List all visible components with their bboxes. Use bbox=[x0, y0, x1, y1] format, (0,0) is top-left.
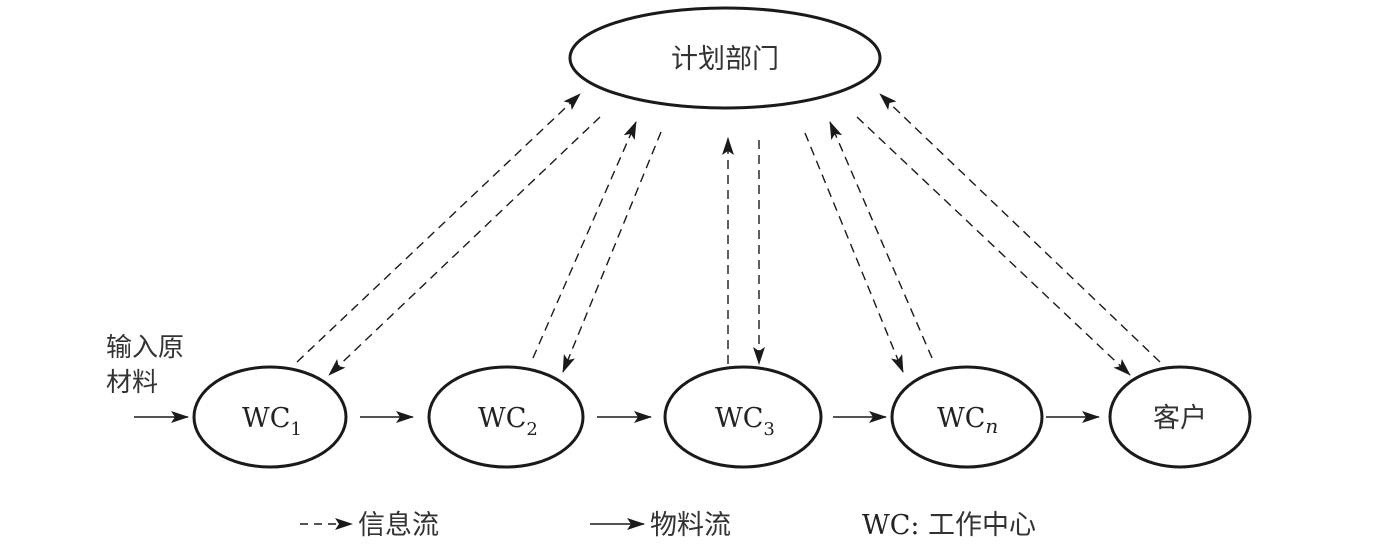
wc2-label: WC2 bbox=[478, 403, 538, 440]
info-flow-arrow-wc1-to-planning bbox=[296, 93, 581, 363]
customer-node: 客户 bbox=[1108, 365, 1252, 469]
input-raw-material-label-line1: 输入原 bbox=[106, 333, 184, 363]
info-flow-arrow-customer-to-planning bbox=[879, 93, 1161, 363]
planning-department-node: 计划部门 bbox=[568, 6, 882, 110]
work-center-node-wcn: WCn bbox=[890, 365, 1044, 469]
info-flow-arrow-planning-to-customer bbox=[856, 116, 1131, 376]
legend-material-flow-label: 物料流 bbox=[650, 510, 731, 541]
input-raw-material-label-line2: 材料 bbox=[106, 368, 158, 398]
info-flow-arrow-wcn-to-planning bbox=[829, 121, 933, 359]
work-center-node-wc1: WC1 bbox=[192, 365, 348, 469]
legend-item-wc-definition: WC: 工作中心 bbox=[862, 510, 1036, 541]
planning-department-label: 计划部门 bbox=[671, 44, 779, 75]
wcn-ellipse bbox=[890, 365, 1044, 469]
info-flow-arrow-wc2-to-planning bbox=[532, 121, 637, 359]
info-flow-arrow-planning-to-wc2 bbox=[562, 131, 662, 373]
legend-info-flow-label: 信息流 bbox=[358, 510, 439, 541]
legend-wc-prefix: WC: bbox=[862, 510, 920, 541]
legend-item-material-flow: 物料流 bbox=[590, 510, 731, 541]
wc1-label: WC1 bbox=[242, 403, 302, 440]
legend-wc-meaning: 工作中心 bbox=[928, 510, 1036, 541]
legend: 信息流 物料流 WC: 工作中心 bbox=[300, 510, 1036, 541]
info-flow-arrow-planning-to-wc1 bbox=[328, 116, 601, 376]
wc3-ellipse bbox=[663, 365, 823, 469]
planning-department-ellipse bbox=[568, 6, 882, 110]
work-center-node-wc3: WC3 bbox=[663, 365, 823, 469]
legend-item-info-flow: 信息流 bbox=[300, 510, 439, 541]
customer-ellipse bbox=[1108, 365, 1252, 469]
customer-label: 客户 bbox=[1153, 403, 1207, 434]
work-center-node-wc2: WC2 bbox=[427, 365, 585, 469]
info-flow-arrow-planning-to-wcn bbox=[804, 132, 904, 373]
wc3-label: WC3 bbox=[715, 403, 775, 440]
wcn-label: WCn bbox=[937, 403, 998, 438]
wc1-ellipse bbox=[192, 365, 348, 469]
wc2-ellipse bbox=[427, 365, 585, 469]
